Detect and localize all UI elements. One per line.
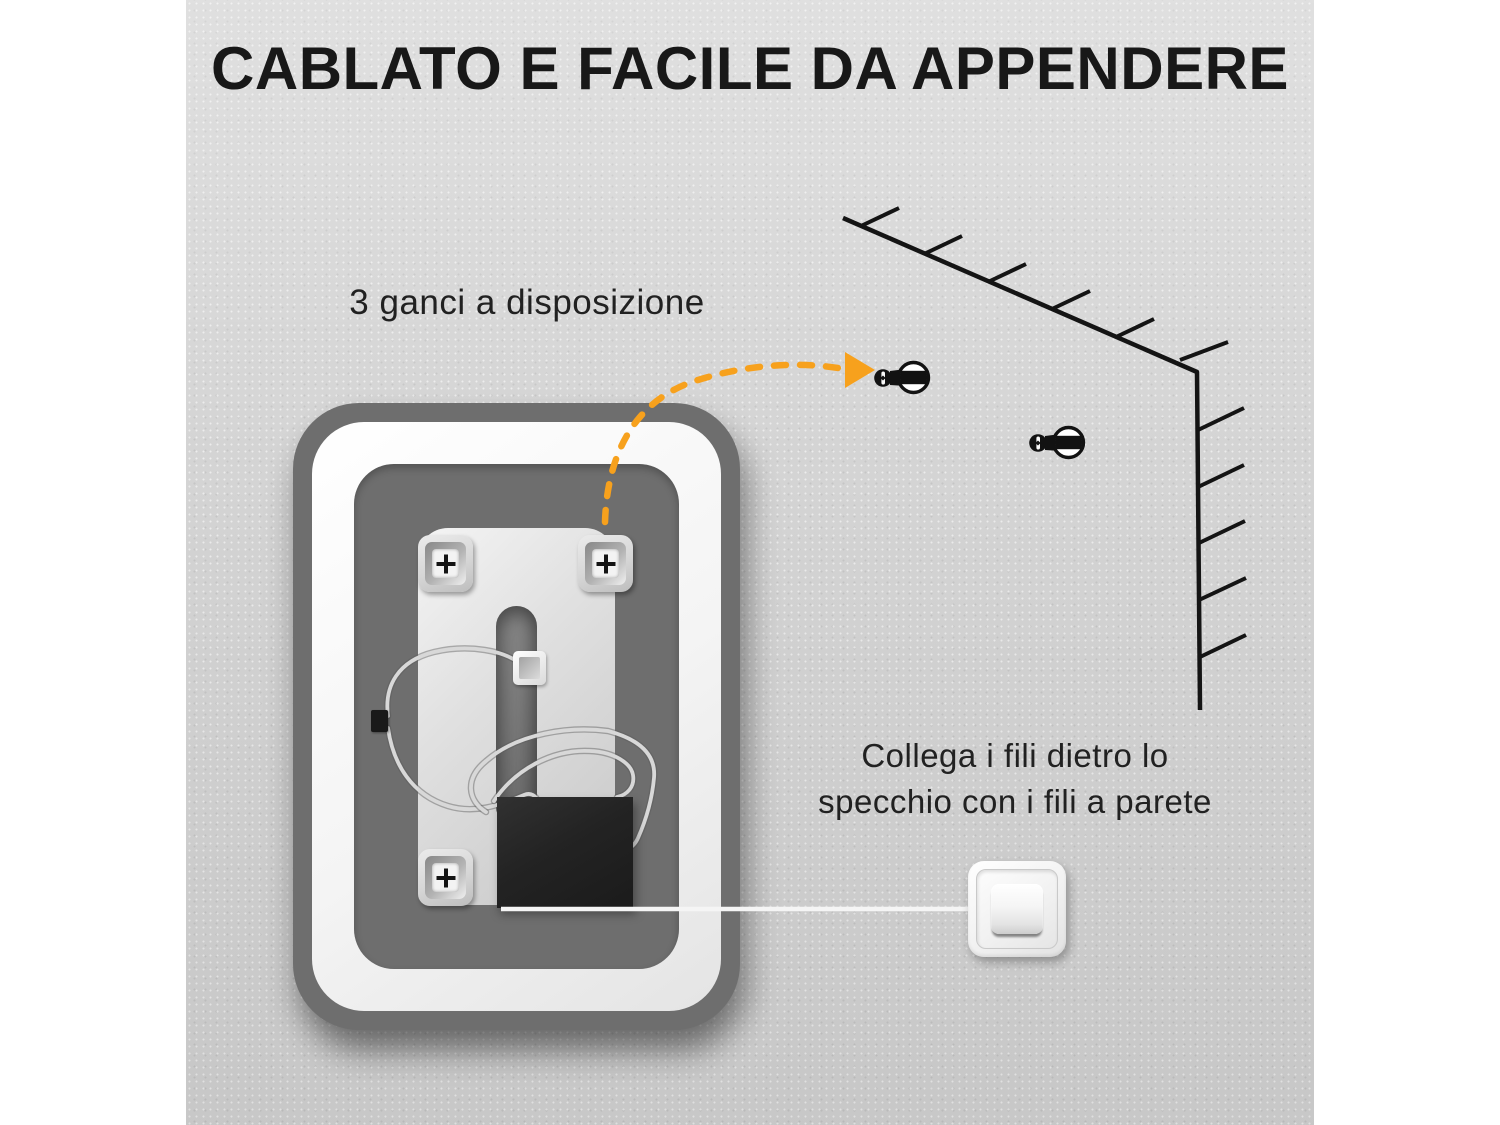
hook-plate-bottom-left	[418, 849, 473, 906]
product-illustration: CABLATO E FACILE DA APPENDERE 3 ganci a …	[186, 0, 1314, 1125]
wiring-instruction-label: Collega i fili dietro lo specchio con i …	[818, 733, 1212, 824]
cross-mount-icon	[592, 549, 619, 578]
wire-loop-inner	[490, 747, 637, 805]
sensor-module-face	[519, 657, 540, 679]
annotation-layer	[501, 206, 1247, 912]
wall-hatch-marks	[860, 206, 1247, 659]
wiring-instruction-line-2: specchio con i fili a parete	[818, 782, 1212, 820]
hook-plate-top-left	[418, 535, 473, 592]
hook-plate-bevel	[585, 542, 626, 585]
screw-anchor-icon-bottom	[1029, 425, 1086, 460]
wiring-instruction-line-1: Collega i fili dietro lo	[861, 737, 1169, 774]
wire-from-connector	[384, 724, 542, 813]
led-driver-box	[497, 797, 633, 908]
wire-connector	[371, 710, 388, 732]
page-title: CABLATO E FACILE DA APPENDERE	[211, 35, 1289, 102]
wire-loop-outer	[467, 726, 658, 853]
screw-anchor-icon-top	[874, 360, 931, 395]
hook-plate-bevel	[425, 856, 466, 899]
hook-plate-bevel	[425, 542, 466, 585]
cross-mount-icon	[432, 863, 459, 892]
hook-plate-top-right	[578, 535, 633, 592]
cross-mount-icon	[432, 549, 459, 578]
wires-layer	[384, 645, 658, 853]
wall-corner-lines	[842, 206, 1247, 711]
wire-to-sensor	[384, 645, 527, 720]
hooks-count-label: 3 ganci a disposizione	[349, 283, 705, 322]
light-switch-frame	[976, 869, 1058, 949]
dashed-arc-arrow	[601, 352, 875, 526]
arrow-head-icon	[845, 352, 875, 388]
sensor-module	[513, 651, 546, 685]
light-switch	[968, 861, 1066, 957]
light-switch-rocker	[991, 884, 1043, 934]
